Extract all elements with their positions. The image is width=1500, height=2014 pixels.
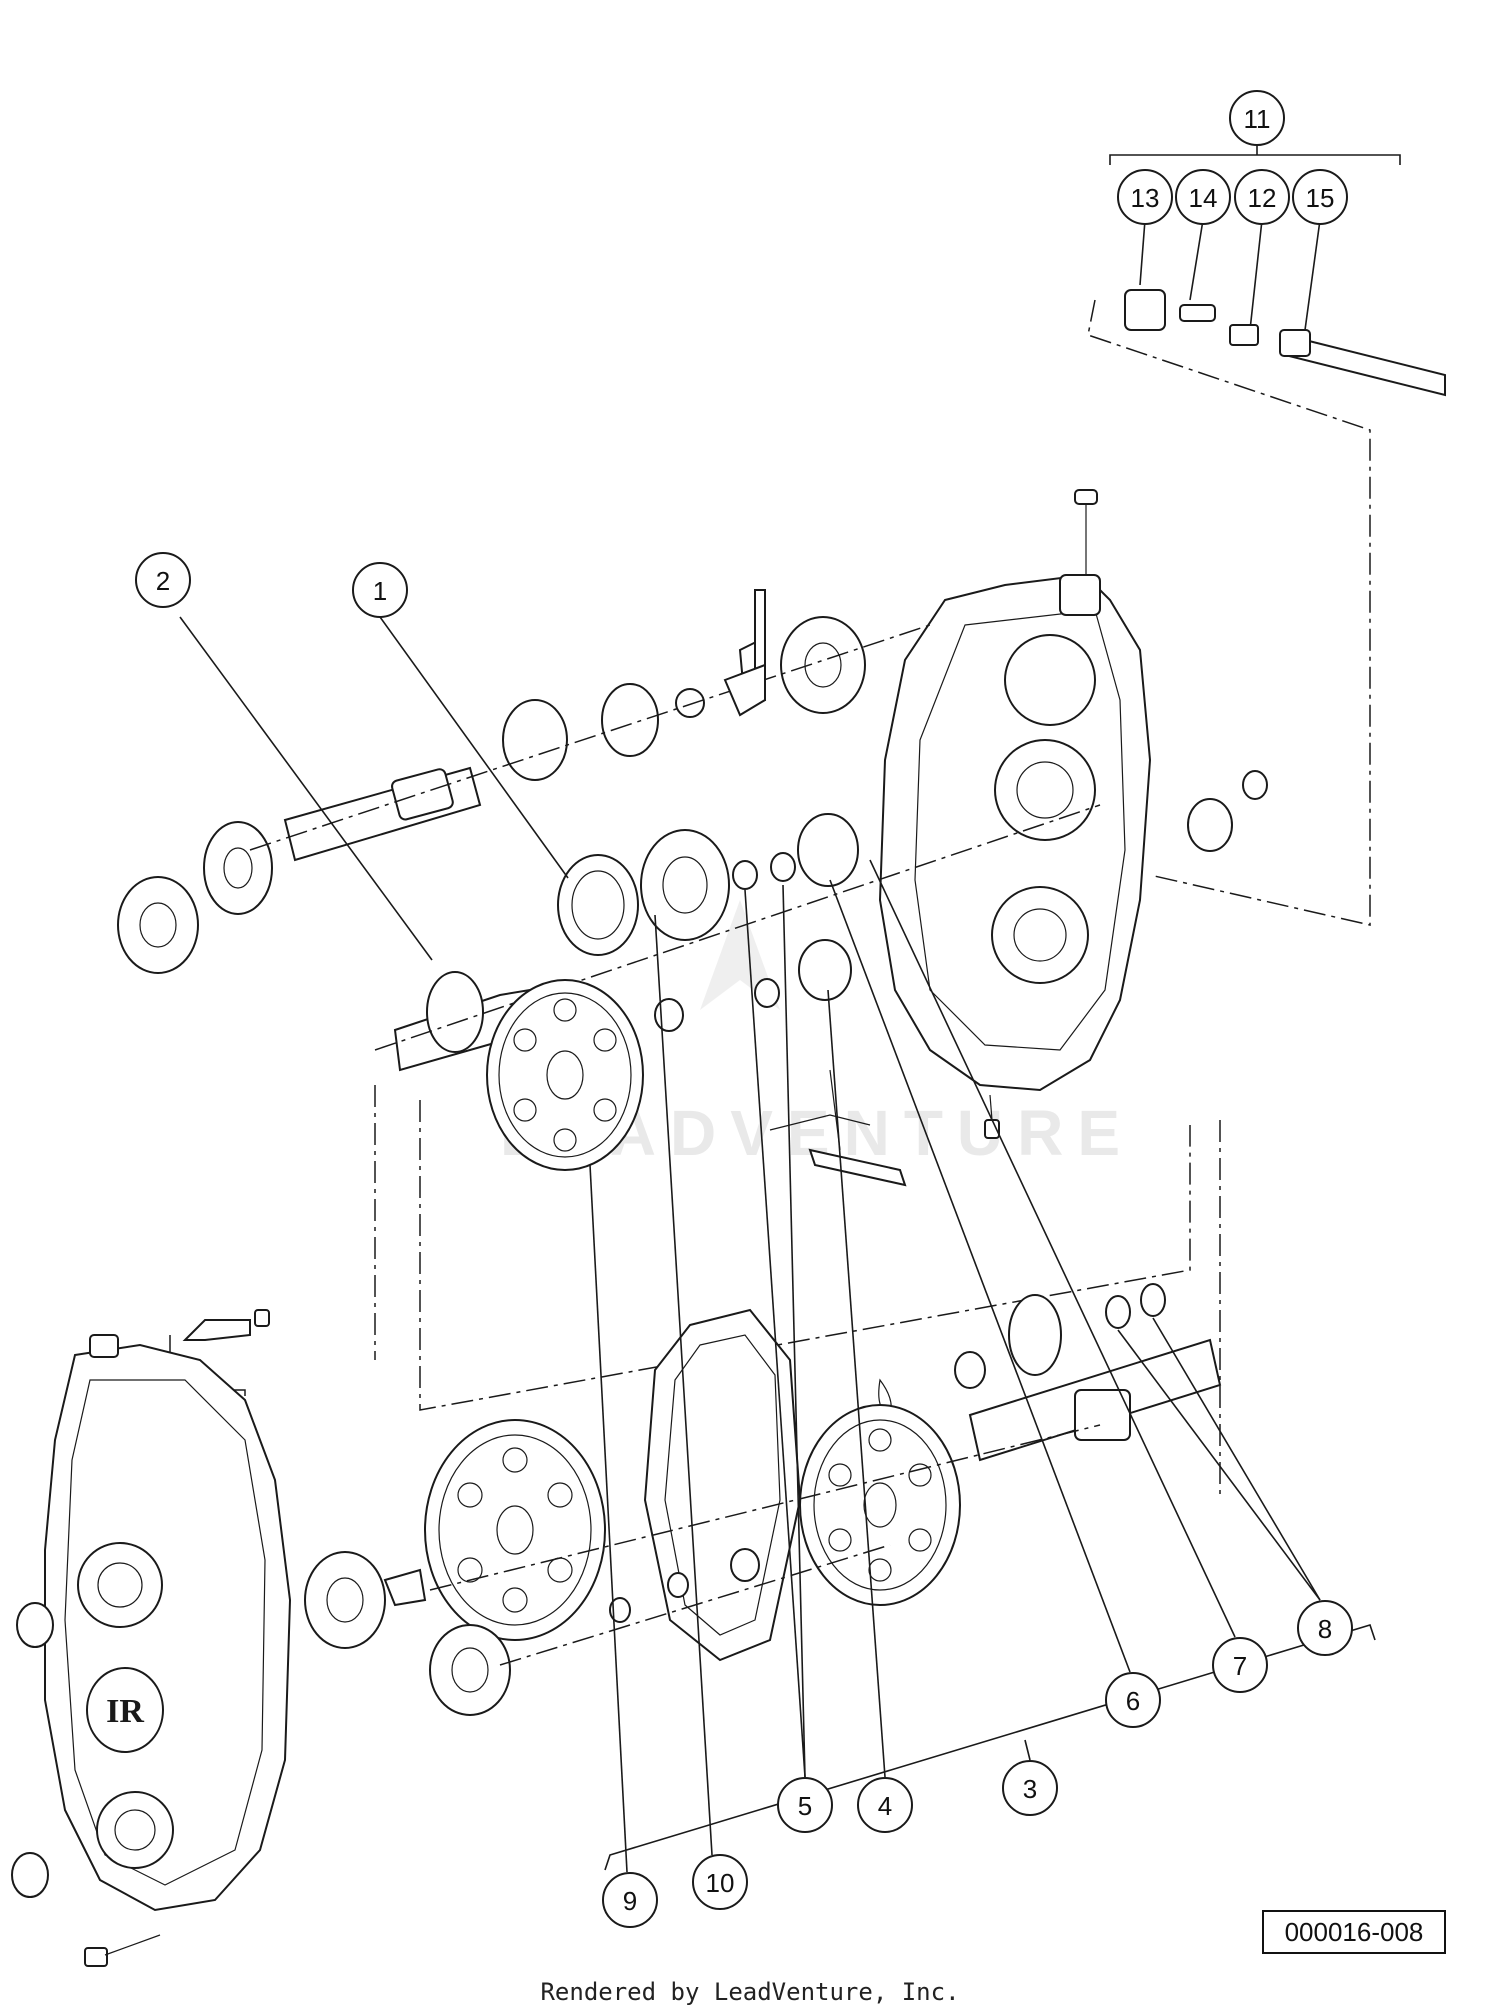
lower-gears (304, 1308, 1101, 1716)
callout-3[interactable]: 3 (1002, 1760, 1058, 1816)
callout-label: 2 (156, 566, 170, 596)
callout-6[interactable]: 6 (1105, 1672, 1161, 1728)
part-14-pin (1179, 304, 1216, 322)
callout-label: 4 (878, 1791, 892, 1821)
callout-label: 12 (1248, 183, 1277, 213)
callout-8[interactable]: 8 (1297, 1600, 1353, 1656)
part-9-gear (486, 979, 644, 1171)
callout-label: 14 (1189, 183, 1218, 213)
left-housing: IR (11, 1309, 292, 1967)
callout-label: 1 (373, 576, 387, 606)
callout-label: 9 (623, 1886, 637, 1916)
part-1-collar (557, 854, 639, 956)
callout-label: 7 (1233, 1651, 1247, 1681)
upper-shaft-group (117, 616, 931, 974)
shift-rod-assembly (1087, 137, 1446, 926)
callout-label: 5 (798, 1791, 812, 1821)
callout-2[interactable]: 2 (135, 552, 191, 608)
right-housing-cover (878, 489, 1152, 1139)
callout-label: 15 (1306, 183, 1335, 213)
callout-11[interactable]: 11 (1229, 90, 1285, 146)
callout-4[interactable]: 4 (857, 1777, 913, 1833)
callout-label: 6 (1126, 1686, 1140, 1716)
callout-13[interactable]: 13 (1117, 169, 1173, 225)
callout-label: 8 (1318, 1614, 1332, 1644)
callout-14[interactable]: 14 (1175, 169, 1231, 225)
lower-shaft-group (878, 1283, 1222, 1462)
callout-5[interactable]: 5 (777, 1777, 833, 1833)
callout-10[interactable]: 10 (692, 1854, 748, 1910)
callout-15[interactable]: 15 (1292, 169, 1348, 225)
callout-1[interactable]: 1 (352, 562, 408, 618)
part-13-bushing (1124, 289, 1166, 331)
callout-12[interactable]: 12 (1234, 169, 1290, 225)
callout-label: 11 (1244, 104, 1271, 134)
callout-label: 3 (1023, 1774, 1037, 1804)
shift-fork (723, 589, 907, 1187)
callout-9[interactable]: 9 (602, 1872, 658, 1928)
callout-7[interactable]: 7 (1212, 1637, 1268, 1693)
svg-text:IR: IR (106, 1693, 144, 1730)
middle-shaft-group (374, 770, 1268, 1072)
callout-label: 10 (706, 1868, 735, 1898)
diagram-reference-number: 000016-008 (1262, 1910, 1446, 1954)
part-12-spring (1229, 324, 1259, 346)
leader-lines (179, 616, 1321, 1873)
footer-credit: Rendered by LeadVenture, Inc. (540, 1978, 960, 2006)
callout-label: 13 (1131, 183, 1160, 213)
